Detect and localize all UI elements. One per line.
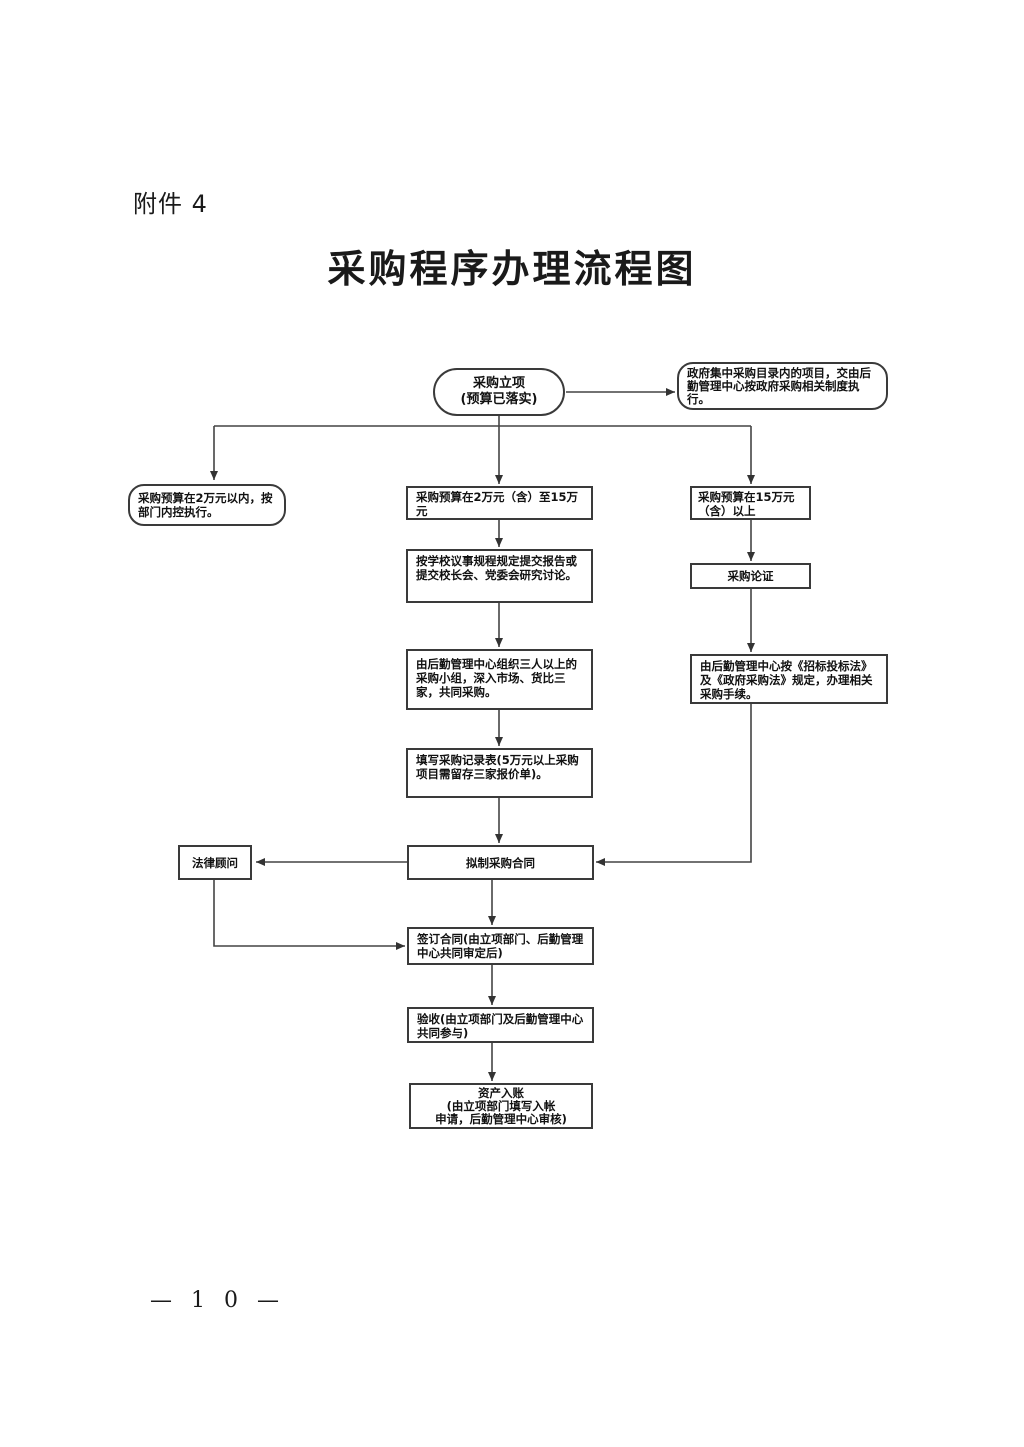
acceptance-node: 验收(由立项部门及后勤管理中心共同参与) (407, 1007, 594, 1043)
page-title: 采购程序办理流程图 (327, 246, 697, 291)
arrow-legal-to-sign (213, 880, 405, 950)
arrow-right-to-contract (596, 704, 752, 866)
draft-contract-node: 拟制采购合同 (407, 845, 594, 880)
record-form-node: 填写采购记录表(5万元以上采购项目需留存三家报价单)。 (406, 748, 593, 798)
start-node-title: 采购立项 (472, 376, 525, 391)
page-number: — 1 0 — (150, 1288, 285, 1313)
start-node: 采购立项 (预算已落实) (433, 368, 565, 416)
between-20k-150k-node: 采购预算在2万元（含）至15万元 (406, 486, 593, 520)
central-procurement-node: 政府集中采购目录内的项目，交由后勤管理中心按政府采购相关制度执行。 (677, 362, 888, 410)
attachment-label: 附件 4 (133, 190, 208, 218)
tender-law-node: 由后勤管理中心按《招标投标法》及《政府采购法》规定，办理相关采购手续。 (690, 654, 888, 704)
under-20k-node: 采购预算在2万元以内，按部门内控执行。 (128, 484, 286, 526)
sign-contract-node: 签订合同(由立项部门、后勤管理中心共同审定后) (407, 927, 594, 965)
start-node-subtitle: (预算已落实) (460, 392, 538, 407)
above-150k-node: 采购预算在15万元（含）以上 (690, 486, 811, 520)
asset-entry-node: 资产入账 (由立项部门填写入帐 申请，后勤管理中心审核) (409, 1083, 593, 1129)
purchase-demonstration-node: 采购论证 (690, 563, 811, 589)
group-purchase-node: 由后勤管理中心组织三人以上的采购小组，深入市场、货比三家，共同采购。 (406, 649, 593, 710)
meeting-review-node: 按学校议事规程规定提交报告或提交校长会、党委会研究讨论。 (406, 549, 593, 603)
legal-advisor-node: 法律顾问 (178, 845, 252, 880)
